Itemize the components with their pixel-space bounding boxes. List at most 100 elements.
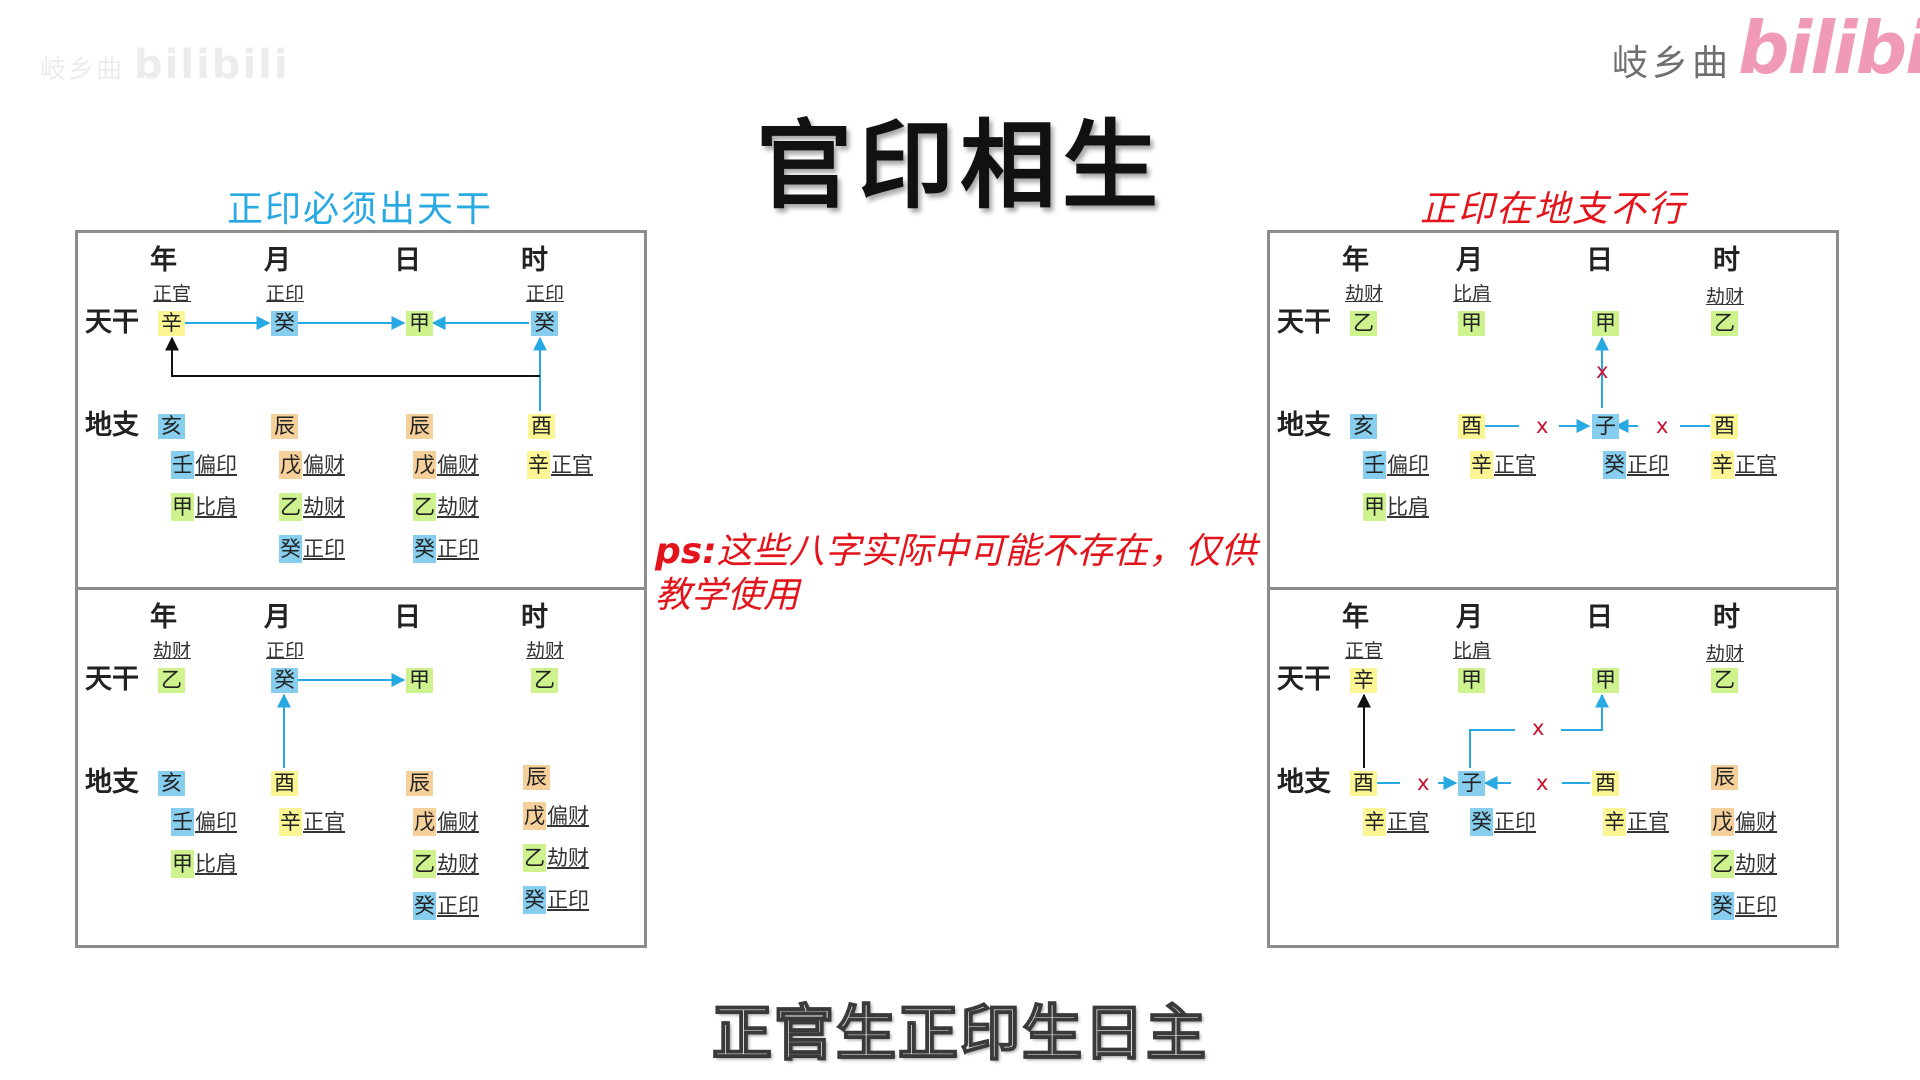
relation-arrows	[1484, 336, 1710, 433]
earthly-branch: 酉	[1592, 771, 1619, 796]
hidden-stem-ten-god: 劫财	[437, 852, 479, 876]
earthly-branch: 辰	[406, 414, 433, 439]
column-header: 日	[1586, 602, 1613, 633]
hidden-stem-char: 甲	[171, 493, 194, 521]
hidden-stem-ten-god: 偏财	[437, 453, 479, 477]
hidden-stem-ten-god: 正印	[437, 894, 479, 918]
hidden-stem: 癸正印	[523, 886, 589, 914]
hidden-stem-ten-god: 正官	[1735, 453, 1777, 477]
chart-panel-top-left: 年月日时天干地支正官辛正印癸甲正印癸亥壬偏印甲比肩辰戊偏财乙劫财癸正印辰戊偏财乙…	[75, 230, 647, 591]
heavenly-stem: 癸	[271, 311, 298, 336]
hidden-stem-ten-god: 正印	[303, 537, 345, 561]
earthly-branch: 亥	[158, 414, 185, 439]
row-header-stems: 天干	[85, 664, 139, 695]
ten-god-label: 劫财	[153, 640, 192, 662]
hidden-stem-char: 戊	[279, 451, 302, 479]
column-header: 月	[1456, 602, 1483, 633]
hidden-stem-char: 戊	[413, 808, 436, 836]
hidden-stem-char: 辛	[1711, 451, 1734, 479]
hidden-stem: 乙劫财	[279, 493, 345, 521]
hidden-stem: 壬偏印	[171, 808, 237, 836]
hidden-stem: 乙劫财	[413, 493, 479, 521]
hidden-stem-char: 癸	[279, 535, 302, 563]
hidden-stem-char: 戊	[1711, 808, 1734, 836]
relation-arrows	[277, 673, 406, 768]
ten-god-label: 正官	[153, 283, 192, 305]
ten-god-label: 劫财	[1706, 643, 1745, 665]
page-title: 官印相生	[756, 110, 1164, 222]
hidden-stem-ten-god: 比肩	[195, 495, 237, 519]
column-header: 月	[264, 602, 291, 633]
relation-line	[1469, 729, 1515, 768]
earthly-branch: 酉	[1350, 771, 1377, 796]
subtitle-caption: 正官生正印生日主	[711, 998, 1208, 1070]
hidden-stem-char: 癸	[1470, 808, 1493, 836]
column-header: 时	[521, 245, 548, 276]
column-header: 年	[1342, 245, 1369, 276]
column-header: 日	[394, 602, 421, 633]
hidden-stem-ten-god: 比肩	[195, 852, 237, 876]
note-body: 这些八字实际中可能不存在，仅供教学使用	[655, 531, 1257, 616]
hidden-stem-ten-god: 偏印	[195, 453, 237, 477]
heavenly-stem: 乙	[1350, 311, 1377, 336]
hidden-stem: 辛正官	[279, 808, 345, 836]
hidden-stem: 癸正印	[1603, 451, 1669, 479]
hidden-stem: 辛正官	[1603, 808, 1669, 836]
note-text: ps:这些八字实际中可能不存在，仅供教学使用	[655, 530, 1275, 618]
hidden-stem-ten-god: 正印	[1627, 453, 1669, 477]
heavenly-stem: 乙	[1711, 668, 1738, 693]
row-header-branches: 地支	[85, 767, 139, 798]
hidden-stem: 辛正官	[1711, 451, 1777, 479]
heavenly-stem: 癸	[531, 311, 558, 336]
heavenly-stem: 乙	[531, 668, 558, 693]
heavenly-stem: 辛	[1350, 668, 1377, 693]
hidden-stem-ten-god: 正印	[437, 537, 479, 561]
hidden-stem: 戊偏财	[413, 451, 479, 479]
hidden-stem-ten-god: 正官	[303, 810, 345, 834]
hidden-stem-ten-god: 偏财	[303, 453, 345, 477]
hidden-stem: 乙劫财	[1711, 850, 1777, 878]
subtitle-left: 正印必须出天干	[226, 189, 493, 230]
cross-mark: x	[1532, 716, 1545, 740]
column-header: 时	[1713, 602, 1740, 633]
hidden-stem: 戊偏财	[413, 808, 479, 836]
hidden-stem-char: 戊	[413, 451, 436, 479]
hidden-stem-char: 癸	[1603, 451, 1626, 479]
heavenly-stem: 甲	[1592, 668, 1619, 693]
cross-mark: x	[1536, 771, 1549, 795]
earthly-branch: 酉	[528, 414, 555, 439]
hidden-stem-char: 癸	[413, 535, 436, 563]
column-header: 月	[264, 245, 291, 276]
earthly-branch: 子	[1592, 414, 1619, 439]
heavenly-stem: 辛	[158, 311, 185, 336]
hidden-stem: 壬偏印	[171, 451, 237, 479]
hidden-stem: 癸正印	[279, 535, 345, 563]
heavenly-stem: 甲	[1592, 311, 1619, 336]
hidden-stem: 甲比肩	[171, 850, 237, 878]
earthly-branch: 酉	[1458, 414, 1485, 439]
arrow-up-icon	[165, 336, 540, 377]
column-header: 时	[521, 602, 548, 633]
watermark-left-logo: bilibili	[134, 42, 290, 88]
heavenly-stem: 乙	[1711, 311, 1738, 336]
earthly-branch: 辰	[523, 765, 550, 790]
ten-god-label: 正印	[526, 283, 565, 305]
cross-mark: x	[1536, 414, 1549, 438]
ten-god-label: 劫财	[526, 640, 565, 662]
cross-mark: x	[1596, 359, 1609, 383]
hidden-stem-char: 乙	[413, 493, 436, 521]
hidden-stem-char: 壬	[171, 451, 194, 479]
earthly-branch: 辰	[271, 414, 298, 439]
earthly-branch: 子	[1458, 771, 1485, 796]
hidden-stem-char: 乙	[279, 493, 302, 521]
hidden-stem-char: 壬	[1363, 451, 1386, 479]
hidden-stem-char: 辛	[1470, 451, 1493, 479]
hidden-stem-ten-god: 正印	[1735, 894, 1777, 918]
hidden-stem: 乙劫财	[523, 844, 589, 872]
hidden-stem-ten-god: 偏财	[1735, 810, 1777, 834]
hidden-stem-char: 甲	[1363, 493, 1386, 521]
hidden-stem-char: 癸	[413, 892, 436, 920]
hidden-stem-ten-god: 劫财	[437, 495, 479, 519]
